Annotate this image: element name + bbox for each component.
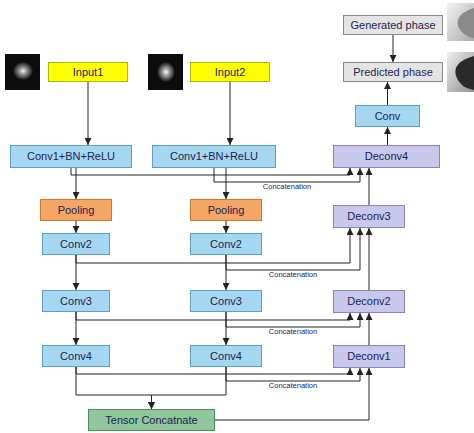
- connector-arrow: [369, 228, 370, 290]
- input-thumbnail: [5, 54, 40, 90]
- connector-arrow: [230, 82, 231, 145]
- connector-arrow: [393, 35, 394, 62]
- connector-arrow: [215, 368, 369, 420]
- edge-label: Concatenation: [269, 271, 317, 279]
- connector-arrow: [226, 221, 227, 233]
- conv-box: Conv1+BN+ReLU: [10, 145, 132, 168]
- node-label: Generated phase: [350, 19, 435, 31]
- input-box: Input2: [190, 62, 270, 82]
- edge-label: Concatenation: [269, 382, 317, 390]
- node-label: Pooling: [208, 204, 245, 216]
- edge-group: [71, 35, 393, 420]
- node-label: Predicted phase: [353, 66, 433, 78]
- connector-arrow: [226, 168, 227, 199]
- connector-arrow: [226, 312, 227, 345]
- node-label: Conv4: [210, 350, 242, 362]
- output-box: Predicted phase: [343, 62, 443, 82]
- thumbnail-spot: [157, 62, 175, 82]
- node-label: Conv4: [60, 350, 92, 362]
- connector-arrow: [76, 168, 77, 199]
- thumbnail-spot: [13, 62, 33, 80]
- connector-arrow: [214, 168, 360, 182]
- node-label: Conv3: [210, 295, 242, 307]
- deconv-box: Deconv4: [333, 145, 440, 168]
- deconv-box: Deconv1: [333, 345, 405, 368]
- phase-thumbnail: [447, 3, 474, 41]
- connector-arrow: [76, 312, 350, 320]
- thumbnail-shade: [455, 56, 474, 90]
- conv-box: Conv2: [190, 233, 262, 255]
- thumbnail-background: [148, 54, 183, 90]
- deconv-box: Deconv2: [333, 290, 405, 313]
- input-box: Input1: [48, 62, 128, 82]
- connector-arrow: [71, 168, 350, 175]
- conv-box: Conv3: [190, 290, 262, 312]
- node-label: Input1: [73, 66, 104, 78]
- node-label: Input2: [215, 66, 246, 78]
- node-label: Conv: [375, 110, 401, 122]
- connector-arrow: [76, 228, 350, 263]
- connector-arrow: [76, 367, 152, 409]
- node-label: Conv3: [60, 295, 92, 307]
- connector-arrow: [369, 313, 370, 345]
- pooling-box: Pooling: [40, 199, 112, 221]
- conv-box: Conv4: [42, 345, 110, 367]
- connector-arrow: [76, 255, 77, 290]
- connector-arrow: [387, 127, 388, 145]
- deconv-box: Deconv3: [333, 205, 405, 228]
- node-label: Deconv2: [347, 295, 390, 307]
- conv-box: Conv2: [42, 233, 110, 255]
- node-label: Deconv4: [365, 150, 408, 162]
- connector-arrow: [88, 82, 89, 145]
- node-label: Deconv3: [347, 210, 390, 222]
- edge-label: Concatenation: [269, 328, 317, 336]
- conv-box: Conv4: [190, 345, 262, 367]
- thumbnail-background: [447, 3, 474, 41]
- node-label: Conv1+BN+ReLU: [170, 150, 258, 162]
- node-label: Conv2: [60, 238, 92, 250]
- connector-arrow: [152, 367, 227, 409]
- thumbnail-shade: [458, 8, 474, 38]
- connector-arrow: [226, 255, 227, 290]
- output-box: Generated phase: [343, 15, 443, 35]
- connector-arrow: [369, 168, 370, 205]
- node-label: Deconv1: [347, 350, 390, 362]
- input-thumbnail: [148, 54, 183, 90]
- connector-arrow: [76, 312, 77, 345]
- thumbnail-background: [447, 52, 474, 92]
- pooling-box: Pooling: [190, 199, 262, 221]
- connector-arrow: [76, 367, 350, 374]
- connector-arrow: [226, 367, 360, 381]
- edge-label: Concatenation: [263, 183, 311, 191]
- phase-thumbnail: [447, 52, 474, 92]
- conv-box: Conv: [355, 105, 420, 127]
- conv-box: Conv1+BN+ReLU: [152, 145, 276, 168]
- node-label: Conv2: [210, 238, 242, 250]
- concat-box: Tensor Concatnate: [88, 409, 215, 431]
- node-label: Tensor Concatnate: [105, 414, 197, 426]
- conv-box: Conv3: [42, 290, 110, 312]
- connector-arrow: [76, 221, 77, 233]
- connector-arrow: [226, 228, 360, 270]
- thumbnail-background: [5, 54, 40, 90]
- node-label: Conv1+BN+ReLU: [27, 150, 115, 162]
- connector-arrow: [387, 82, 388, 105]
- node-label: Pooling: [58, 204, 95, 216]
- connector-arrow: [226, 312, 360, 327]
